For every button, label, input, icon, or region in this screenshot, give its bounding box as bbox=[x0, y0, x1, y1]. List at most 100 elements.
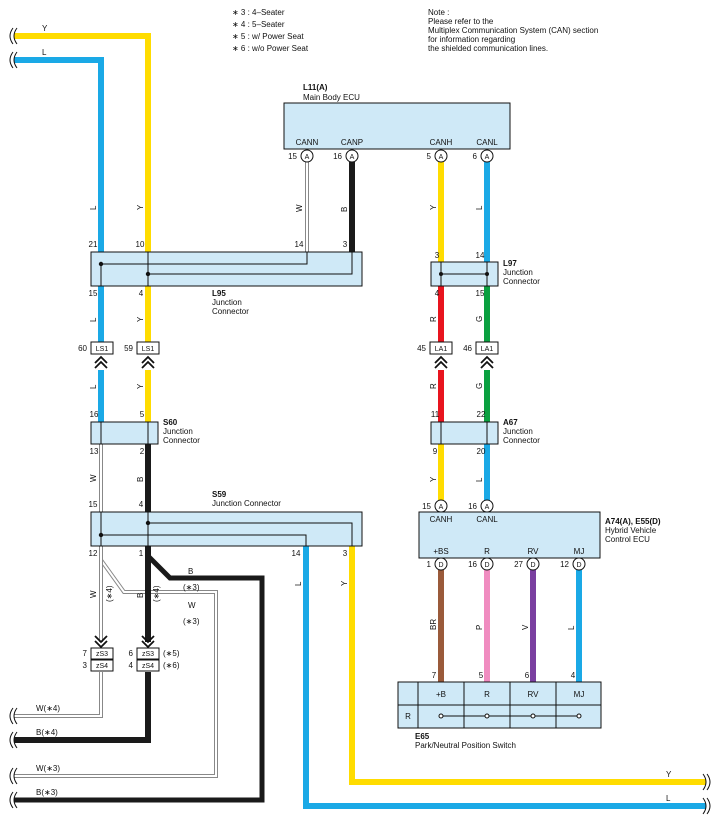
pin-number: 3 bbox=[83, 661, 88, 670]
connector-letter: D bbox=[576, 562, 581, 569]
pin-name: CANP bbox=[341, 138, 363, 147]
ecu-box bbox=[283, 102, 511, 150]
wire-code: Y bbox=[429, 476, 438, 482]
pin-number: 3 bbox=[343, 549, 348, 558]
pin-number: 4 bbox=[435, 289, 440, 298]
pin-number: 4 bbox=[129, 661, 134, 670]
pin-number: 7 bbox=[83, 649, 88, 658]
junction-connector-l95: 21 10 14 3 15 4 L95 Junction Connector bbox=[89, 240, 363, 316]
pin-number: 11 bbox=[431, 410, 440, 419]
connector-name: LS1 bbox=[96, 346, 109, 353]
component-id: L11(A) bbox=[303, 83, 328, 92]
component-id: L97 bbox=[503, 259, 517, 268]
connector-tag bbox=[429, 341, 453, 355]
connector-tag bbox=[90, 659, 114, 672]
pin-name: CANH bbox=[430, 515, 453, 524]
pin-number: 6 bbox=[473, 152, 478, 161]
pin-number: 21 bbox=[89, 240, 98, 249]
edge-label: L bbox=[42, 48, 47, 57]
pin-number: 16 bbox=[468, 560, 477, 569]
option-note: (∗6) bbox=[163, 661, 180, 670]
component-name: Main Body ECU bbox=[303, 93, 360, 102]
pin-number: 5 bbox=[140, 410, 145, 419]
connector-tag bbox=[136, 647, 160, 660]
component-name: Hybrid Vehicle bbox=[605, 526, 657, 535]
pin-number: 45 bbox=[417, 344, 426, 353]
option-note: (∗5) bbox=[163, 649, 180, 658]
wire-code: W bbox=[89, 474, 98, 482]
junction-connector-l97: 3 14 4 15 L97 Junction Connector bbox=[430, 251, 540, 298]
connector-tag bbox=[90, 647, 114, 660]
wire-code: L bbox=[89, 317, 98, 322]
edge-label: W(∗3) bbox=[36, 764, 60, 773]
pin-number: 6 bbox=[129, 649, 134, 658]
connector-letter: A bbox=[439, 504, 444, 511]
edge-labels: Y L W(∗4) B(∗4) W(∗3) B(∗3) Y L bbox=[36, 24, 672, 803]
connector-name: LA1 bbox=[481, 346, 494, 353]
pin-number: 4 bbox=[571, 671, 576, 680]
pin-name: CANH bbox=[430, 138, 453, 147]
connector-ls1-la1: LS1 LS1 60 59 LA1 LA1 45 46 bbox=[78, 341, 499, 369]
connector-letter: D bbox=[438, 562, 443, 569]
note-line: Multiplex Communication System (CAN) sec… bbox=[428, 26, 598, 35]
connector-zs: zS3 zS4 7 3 zS3 zS4 6 4 (∗5) (∗6) bbox=[83, 635, 180, 672]
pin-number: 59 bbox=[124, 344, 133, 353]
pin-name: R bbox=[484, 547, 490, 556]
wire-code: B bbox=[136, 593, 145, 598]
pin-number: 14 bbox=[476, 251, 485, 260]
note-line: ∗ 4 : 5–Seater bbox=[232, 20, 285, 29]
edge-label: B(∗4) bbox=[36, 728, 58, 737]
pin-number: 3 bbox=[343, 240, 348, 249]
wire-code: Y bbox=[136, 316, 145, 322]
wire-white-w4-out-inner bbox=[14, 672, 102, 717]
edge-label: Y bbox=[42, 24, 48, 33]
park-neutral-position-switch: +B R RV MJ R 7 5 6 4 E65 Park/Neutral Po… bbox=[397, 671, 602, 750]
component-name: Connector bbox=[503, 436, 540, 445]
wire-code: L bbox=[567, 625, 576, 630]
note-line: Please refer to the bbox=[428, 17, 494, 26]
component-name: Junction Connector bbox=[212, 499, 281, 508]
pin-number: 12 bbox=[560, 560, 569, 569]
switch-col: RV bbox=[528, 690, 540, 699]
note-line: Note : bbox=[428, 8, 449, 17]
note-line: ∗ 3 : 4–Seater bbox=[232, 8, 285, 17]
wire-code: G bbox=[475, 316, 484, 322]
connector-name: zS4 bbox=[96, 663, 108, 670]
pin-number: 20 bbox=[477, 447, 486, 456]
connector-chevrons bbox=[94, 355, 494, 369]
pin-name: MJ bbox=[574, 547, 585, 556]
connector-letter: A bbox=[439, 154, 444, 161]
connector-letter: A bbox=[485, 504, 490, 511]
wire-code: V bbox=[521, 624, 530, 630]
component-name: Junction bbox=[212, 298, 242, 307]
notes-left: ∗ 3 : 4–Seater ∗ 4 : 5–Seater ∗ 5 : w/ P… bbox=[232, 8, 309, 53]
component-id: L95 bbox=[212, 289, 226, 298]
wire-yellow-s59-right bbox=[349, 546, 706, 785]
pin-number: 16 bbox=[333, 152, 342, 161]
connector-box bbox=[90, 421, 159, 445]
pin-number: 4 bbox=[139, 289, 144, 298]
wire-blue-s59-right bbox=[303, 546, 706, 809]
pin-number: 15 bbox=[89, 500, 98, 509]
pin-number: 7 bbox=[432, 671, 437, 680]
main-body-ecu: L11(A) Main Body ECU CANN CANP CANH CANL… bbox=[283, 83, 511, 163]
pin-number: 9 bbox=[433, 447, 438, 456]
wire-code: R bbox=[429, 316, 438, 322]
wire-code: B bbox=[136, 477, 145, 482]
pin-number: 60 bbox=[78, 344, 87, 353]
wire-code: G bbox=[475, 383, 484, 389]
option-note: (∗4) bbox=[152, 585, 161, 602]
pin-markers: D D D D bbox=[434, 557, 586, 571]
pin-number: 1 bbox=[427, 560, 432, 569]
connector-name: LS1 bbox=[142, 346, 155, 353]
connector-letter: A bbox=[485, 154, 490, 161]
wire-black-b4-out bbox=[14, 672, 151, 743]
connector-letter: A bbox=[350, 154, 355, 161]
ecu-box bbox=[418, 511, 601, 559]
pin-name: CANL bbox=[476, 515, 498, 524]
pin-number: 16 bbox=[468, 502, 477, 511]
pin-markers: A A bbox=[434, 499, 494, 513]
connector-tag bbox=[136, 659, 160, 672]
hybrid-vehicle-control-ecu: A A 15 16 CANH CANL +BS R RV MJ D D D D … bbox=[418, 499, 661, 571]
